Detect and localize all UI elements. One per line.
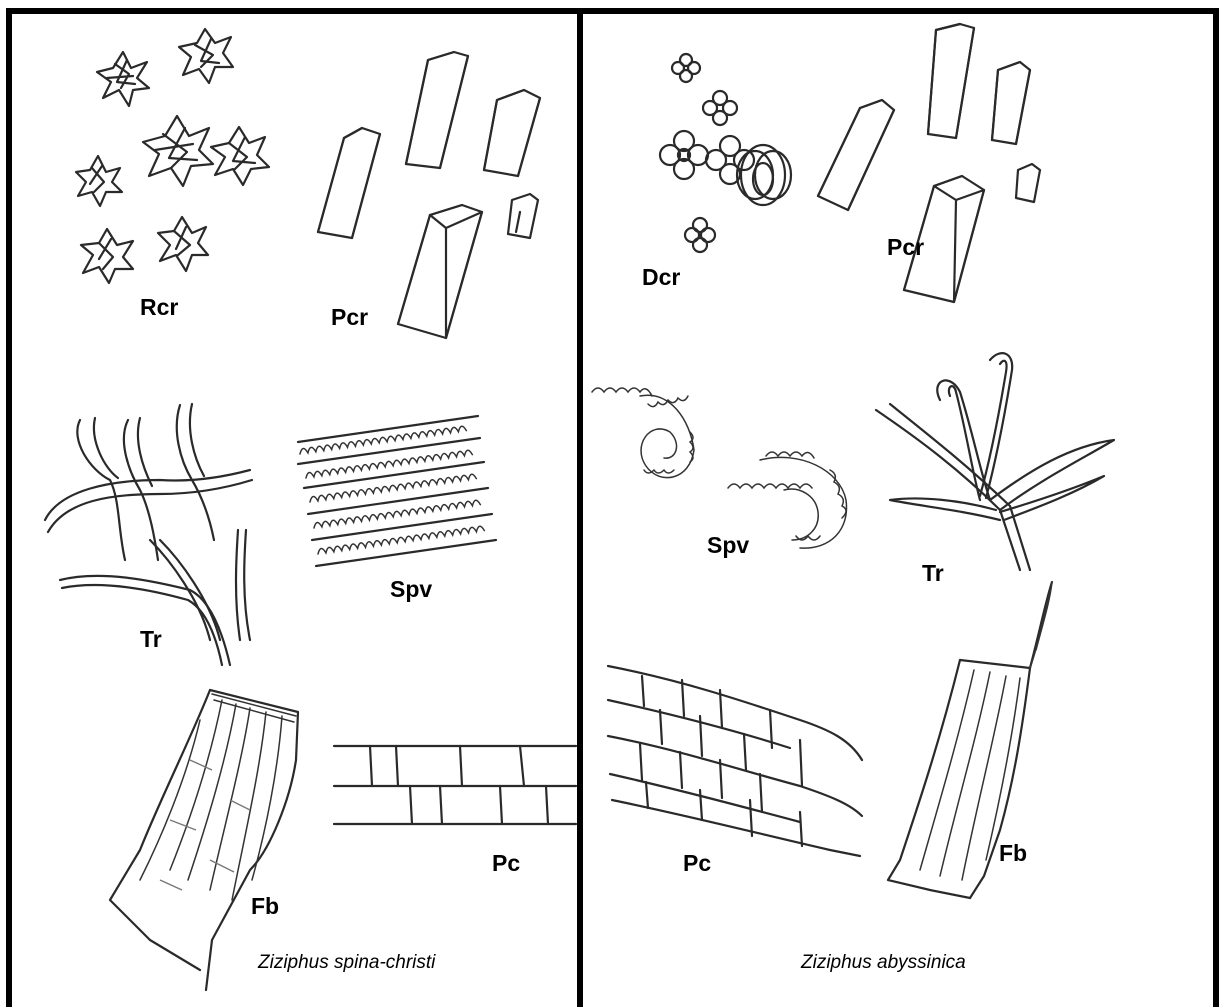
fibre-drawing	[110, 690, 298, 990]
label-tr-left: Tr	[140, 628, 162, 651]
spiral-vessels-drawing	[298, 416, 496, 566]
label-spv-left: Spv	[390, 578, 432, 601]
fibre-right-drawing	[888, 582, 1052, 898]
parenchyma-drawing	[334, 746, 576, 824]
species-caption-right: Ziziphus abyssinica	[801, 953, 966, 972]
species-caption-left: Ziziphus spina-christi	[258, 953, 435, 972]
spiral-vessels-right-drawing	[592, 388, 847, 548]
druse-crystals-drawing	[660, 54, 791, 252]
label-dcr: Dcr	[642, 266, 680, 289]
label-pc-right: Pc	[683, 852, 711, 875]
label-rcr: Rcr	[140, 296, 178, 319]
label-fb-left: Fb	[251, 895, 279, 918]
label-pcr-left: Pcr	[331, 306, 368, 329]
label-pc-left: Pc	[492, 852, 520, 875]
parenchyma-right-drawing	[608, 666, 862, 856]
label-tr-right: Tr	[922, 562, 944, 585]
rosette-crystals-drawing	[76, 29, 269, 283]
label-spv-right: Spv	[707, 534, 749, 557]
trichomes-right-drawing	[876, 353, 1114, 570]
prismatic-crystals-right-drawing	[818, 24, 1040, 302]
prismatic-crystals-drawing	[318, 52, 540, 338]
label-fb-right: Fb	[999, 842, 1027, 865]
label-pcr-right: Pcr	[887, 236, 924, 259]
